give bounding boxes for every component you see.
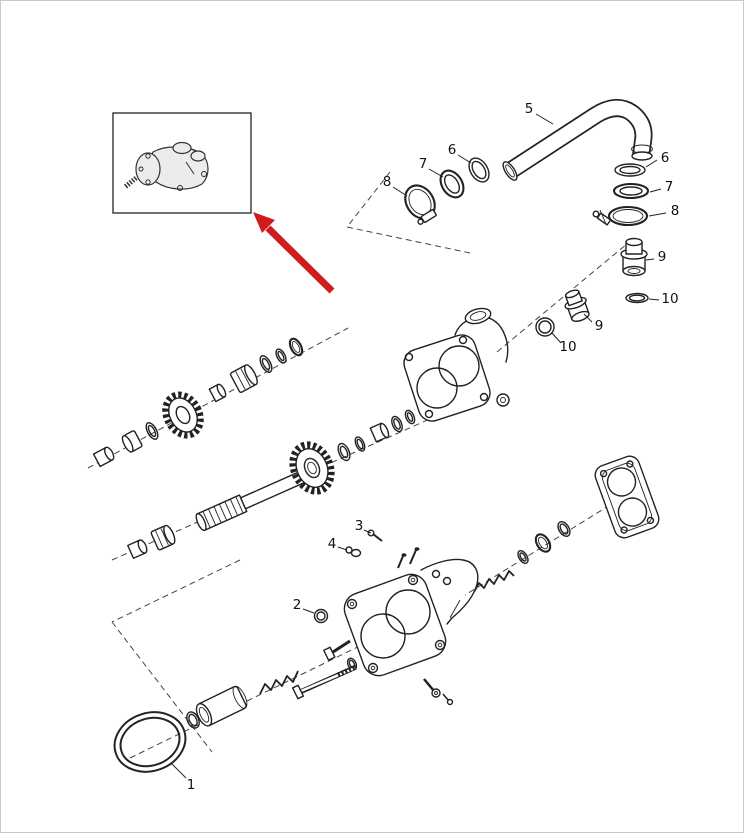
bearing-cup — [121, 430, 143, 453]
seal-ring-right-6 — [614, 163, 646, 177]
callout-4: 4 — [328, 536, 348, 552]
pointer-arrow-shaft — [265, 225, 335, 294]
assembled-pump-inset-box — [112, 112, 252, 214]
thrust-washer — [337, 442, 351, 462]
part-label-8-left: 8 — [383, 174, 392, 190]
callout-8-right: 8 — [648, 203, 680, 219]
spacer-bushing — [208, 383, 227, 403]
callout-6-right: 6 — [645, 150, 670, 168]
seal-ring-g — [557, 521, 571, 537]
seal-ring-a — [259, 355, 273, 373]
part-label-10-right: 10 — [661, 291, 678, 307]
fitting-right-9 — [620, 237, 648, 277]
shaft-seal — [534, 533, 552, 553]
callout-10-right: 10 — [648, 291, 679, 307]
splined-drive-shaft — [195, 467, 314, 532]
seal-ring-e — [404, 409, 416, 425]
fitting-middle-9 — [564, 289, 590, 322]
callout-10-middle: 10 — [551, 332, 577, 355]
o-ring-right-10 — [625, 292, 649, 304]
driven-gear — [289, 441, 335, 495]
assembled-pump-thumbnail — [123, 141, 209, 191]
part-label-6-right: 6 — [661, 150, 670, 166]
pump-body — [343, 547, 479, 677]
callout-5: 5 — [525, 101, 554, 125]
callouts: 5 6 7 8 6 7 8 9 — [171, 101, 680, 793]
callout-8-left: 8 — [383, 174, 408, 197]
callout-7-left: 7 — [419, 156, 444, 178]
callout-7-right: 7 — [649, 179, 674, 195]
plunger-seal-ring — [186, 711, 200, 729]
roller-bearing-lower — [150, 524, 176, 551]
pump-shaft-spline — [123, 176, 138, 189]
part-label-4: 4 — [328, 536, 337, 552]
seal-ring-left-6 — [468, 157, 490, 183]
drive-gear-nut — [92, 446, 115, 468]
seal-ring-c — [354, 436, 366, 452]
rear-cover-plate — [594, 455, 660, 539]
small-screw — [442, 693, 454, 706]
retaining-ring — [288, 337, 304, 357]
valve-plunger — [195, 685, 248, 727]
o-ring-part-2 — [313, 608, 329, 624]
hose-clamp-left-8 — [404, 184, 437, 225]
callout-1: 1 — [171, 763, 196, 793]
part-label-5: 5 — [525, 101, 534, 117]
relief-spring — [259, 670, 299, 695]
valve-bolt — [323, 639, 351, 661]
elbow-pipe — [502, 99, 653, 181]
part-label-2: 2 — [293, 597, 302, 613]
callout-9-right: 9 — [645, 249, 667, 265]
drive-gear — [162, 391, 204, 439]
part-label-10-middle: 10 — [559, 339, 576, 355]
seal-ring-f — [517, 549, 529, 565]
callout-3: 3 — [355, 518, 372, 534]
coil-spring-right — [473, 570, 515, 593]
outlet-housing — [403, 307, 510, 422]
o-ring-middle-10 — [535, 317, 555, 337]
seal-ring-d — [391, 415, 403, 433]
shaft-nut — [127, 539, 148, 559]
roller-bearing-upper — [229, 364, 258, 393]
callout-6-left: 6 — [448, 142, 472, 164]
part-label-8-right: 8 — [671, 203, 680, 219]
seal-ring-left-7 — [439, 169, 465, 199]
part-label-7-right: 7 — [665, 179, 674, 195]
pointer-arrow-head — [253, 212, 275, 233]
washer-part-4 — [345, 546, 362, 558]
large-o-ring-part-1 — [113, 711, 187, 773]
part-label-6-left: 6 — [448, 142, 457, 158]
part-label-7-left: 7 — [419, 156, 428, 172]
part-label-9-right: 9 — [658, 249, 667, 265]
part-label-9-middle: 9 — [595, 318, 604, 334]
washer-ring — [145, 422, 159, 440]
callout-9-middle: 9 — [583, 313, 604, 334]
seal-ring-right-7 — [612, 182, 650, 200]
pointer-arrow — [253, 212, 335, 294]
seal-ring-b — [275, 348, 287, 364]
screw-part-3 — [367, 529, 383, 542]
part-label-1: 1 — [187, 777, 196, 793]
part-label-3: 3 — [355, 518, 364, 534]
drain-bolt — [423, 678, 441, 698]
adjusting-stud — [291, 664, 358, 700]
hose-clamp-right-8 — [592, 205, 649, 227]
shaft-bushing — [369, 422, 390, 443]
callout-2: 2 — [293, 597, 315, 614]
